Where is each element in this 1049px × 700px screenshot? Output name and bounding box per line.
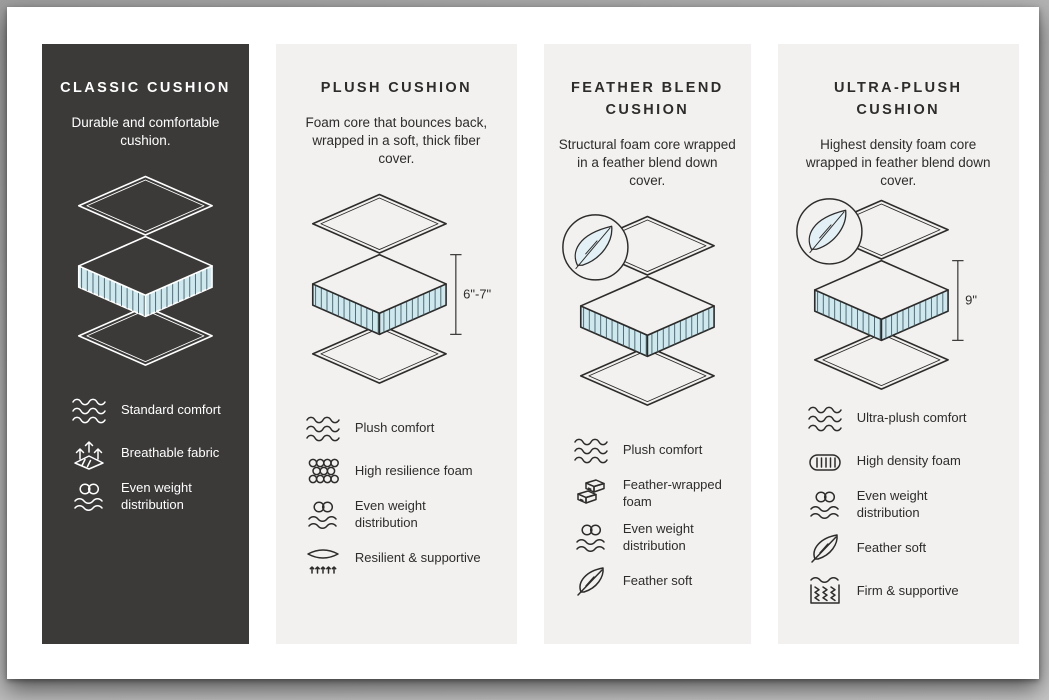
cushion-top-cover	[77, 175, 213, 237]
feature-label: Plush comfort	[622, 442, 703, 458]
column-description: Durable and comfortable cushion.	[71, 114, 220, 148]
even-weight-icon	[806, 489, 844, 521]
even-weight-icon	[572, 522, 610, 554]
wave-icon	[70, 395, 108, 427]
feature-label: Even weight distribution	[354, 498, 426, 531]
feature-label: Standard comfort	[121, 402, 221, 418]
column-title: FEATHER BLEND CUSHION	[571, 80, 724, 118]
feature-label: Breathable fabric	[121, 445, 220, 461]
feature-label: Firm & supportive	[856, 582, 959, 598]
cushion-foam-core	[579, 276, 715, 358]
infographic-sheet: CLASSIC CUSHION Durable and comfortable …	[7, 7, 1039, 679]
feature-label: High density foam	[856, 453, 961, 469]
feature-list: Plush comfort High resilience foam	[290, 412, 503, 585]
column-feather-blend-cushion: FEATHER BLEND CUSHION Structural foam co…	[543, 44, 751, 644]
feature-label: Resilient & supportive	[354, 550, 481, 566]
cushion-illustration: 6"-7"	[290, 172, 503, 404]
layered-cushion-diagram: 9"	[795, 198, 977, 391]
layered-cushion-diagram: 6"-7"	[311, 194, 491, 385]
column-description: Highest density foam core wrapped in fea…	[805, 136, 991, 188]
feature-label: Even weight distribution	[622, 520, 694, 553]
foam-cells-icon	[304, 456, 342, 488]
column-description: Foam core that bounces back, wrapped in …	[305, 114, 488, 167]
feature-item: High density foam	[806, 445, 1005, 478]
dimension-indicator: 9"	[951, 260, 977, 342]
feature-item: Resilient & supportive	[304, 542, 503, 575]
coil-spring-icon	[806, 575, 844, 607]
feature-label: Feather soft	[856, 539, 927, 555]
column-title: PLUSH CUSHION	[320, 80, 472, 96]
wave-icon	[304, 413, 342, 445]
cushion-foam-core	[311, 254, 447, 336]
feature-list: Ultra-plush comfort High density foam Ev…	[792, 402, 1005, 618]
feature-item: Standard comfort	[70, 394, 235, 427]
cushion-columns: CLASSIC CUSHION Durable and comfortable …	[7, 7, 1039, 679]
feature-item: Even weight distribution	[806, 488, 1005, 522]
layered-cushion-diagram	[562, 214, 715, 407]
feature-item: Even weight distribution	[572, 521, 737, 555]
feature-label: Feather soft	[622, 572, 693, 588]
breathable-icon	[70, 438, 108, 470]
feature-label: Feather-wrapped foam	[622, 477, 722, 510]
cushion-top-cover	[311, 194, 447, 255]
wave-icon	[572, 435, 610, 467]
feature-item: Even weight distribution	[70, 480, 235, 514]
cushion-illustration	[558, 194, 737, 426]
feature-item: Feather-wrapped foam	[572, 477, 737, 511]
feature-item: High resilience foam	[304, 455, 503, 488]
column-classic-cushion: CLASSIC CUSHION Durable and comfortable …	[42, 44, 249, 644]
feather-badge	[562, 214, 629, 281]
cushion-foam-core	[77, 236, 213, 318]
column-title: ULTRA-PLUSH CUSHION	[834, 80, 963, 118]
column-ultra-plush-cushion: ULTRA-PLUSH CUSHION Highest density foam…	[777, 44, 1019, 644]
cushion-illustration: 9"	[792, 194, 1005, 394]
feather-icon	[806, 532, 844, 564]
feature-item: Plush comfort	[304, 412, 503, 445]
dimension-indicator: 6"-7"	[450, 254, 491, 336]
feather-icon	[572, 565, 610, 597]
layered-cushion-diagram	[77, 175, 213, 367]
even-weight-icon	[70, 481, 108, 513]
feature-label: High resilience foam	[354, 463, 473, 479]
cushion-bottom-cover	[311, 324, 447, 385]
column-plush-cushion: PLUSH CUSHION Foam core that bounces bac…	[275, 44, 517, 644]
cushion-bottom-cover	[813, 329, 949, 391]
column-title: CLASSIC CUSHION	[60, 80, 231, 96]
wave-icon	[806, 403, 844, 435]
feature-item: Ultra-plush comfort	[806, 402, 1005, 435]
foam-bricks-icon	[572, 478, 610, 510]
even-weight-icon	[304, 499, 342, 531]
feature-item: Firm & supportive	[806, 575, 1005, 608]
feature-label: Even weight distribution	[856, 488, 928, 521]
feature-label: Even weight distribution	[121, 480, 192, 513]
column-description: Structural foam core wrapped in a feathe…	[558, 136, 736, 188]
feature-list: Standard comfort Breathable fabric Even …	[56, 394, 235, 524]
spring-support-icon	[304, 543, 342, 575]
feature-item: Feather soft	[572, 565, 737, 598]
feature-item: Breathable fabric	[70, 437, 235, 470]
cushion-illustration	[56, 154, 235, 386]
cushion-bottom-cover	[579, 345, 715, 407]
feature-list: Plush comfort Feather-wrapped foam Even …	[558, 434, 737, 608]
feature-item: Feather soft	[806, 532, 1005, 565]
dimension-label: 6"-7"	[463, 287, 491, 302]
foam-density-icon	[806, 446, 844, 478]
dimension-label: 9"	[965, 293, 977, 308]
feature-item: Plush comfort	[572, 434, 737, 467]
feather-badge	[795, 198, 863, 265]
cushion-foam-core	[813, 260, 949, 342]
feature-label: Plush comfort	[354, 420, 435, 436]
cushion-bottom-cover	[77, 305, 213, 367]
feature-label: Ultra-plush comfort	[856, 410, 967, 426]
feature-item: Even weight distribution	[304, 498, 503, 532]
